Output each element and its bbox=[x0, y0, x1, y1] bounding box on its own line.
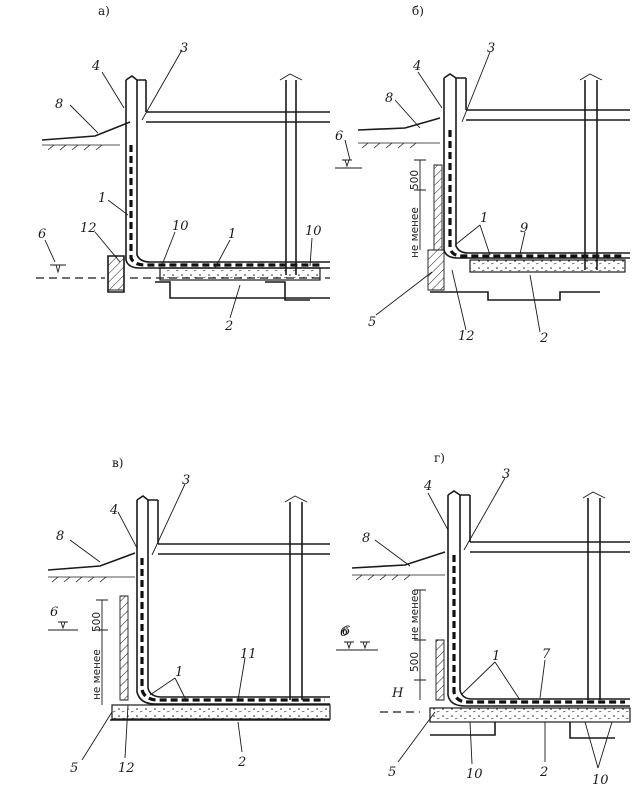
callout: 12 bbox=[118, 761, 135, 776]
callout: 1 bbox=[98, 191, 106, 206]
callout: 8 bbox=[56, 529, 64, 544]
callout: 8 bbox=[55, 97, 63, 112]
panel-v: в) 500 не менее 3 8 4 6 1 11 5 12 2 bbox=[47, 456, 362, 776]
callout: 1 bbox=[492, 649, 500, 664]
wall-inner-line bbox=[136, 80, 330, 263]
callout: 6 bbox=[50, 605, 58, 620]
height-label: H bbox=[391, 686, 404, 701]
panel-b: б) 500 не менее 4 3 8 6 1 bbox=[335, 4, 630, 346]
callout: 1 bbox=[175, 665, 183, 680]
callout: 2 bbox=[539, 331, 548, 346]
foundation-left bbox=[107, 255, 125, 291]
callout: 6 bbox=[342, 624, 350, 639]
insulation-layer bbox=[129, 145, 320, 267]
callout: 7 bbox=[542, 647, 551, 662]
callout: 5 bbox=[368, 315, 376, 330]
callout: 5 bbox=[388, 765, 396, 780]
callout: 2 bbox=[237, 755, 246, 770]
callout: 9 bbox=[520, 221, 528, 236]
dimension-value: 500 bbox=[409, 170, 421, 190]
callout: 11 bbox=[240, 647, 257, 662]
svg-text:500: 500 bbox=[409, 652, 421, 672]
callout: 4 bbox=[412, 59, 421, 74]
callout: 10 bbox=[172, 219, 189, 234]
panel-g-label: г) bbox=[434, 451, 445, 465]
protective-wall bbox=[433, 164, 443, 251]
panel-a-label: а) bbox=[98, 4, 110, 18]
svg-text:500: 500 bbox=[91, 612, 103, 632]
callout: 3 bbox=[487, 41, 495, 56]
callout: 2 bbox=[224, 319, 233, 334]
callout: 8 bbox=[362, 531, 370, 546]
wall-outer-line bbox=[125, 80, 330, 269]
callout: 10 bbox=[466, 767, 483, 782]
callout: 1 bbox=[480, 211, 488, 226]
callout: 3 bbox=[502, 467, 510, 482]
callout: 4 bbox=[91, 59, 100, 74]
ground-slope bbox=[41, 121, 131, 141]
callout: 4 bbox=[109, 503, 118, 518]
callout: 5 bbox=[70, 761, 78, 776]
panel-v-label: в) bbox=[112, 456, 123, 470]
panel-a: а) 8 4 3 1 bbox=[36, 4, 330, 334]
panel-b-label: б) bbox=[412, 4, 424, 18]
callout: 6 bbox=[340, 625, 348, 640]
callout: 10 bbox=[592, 773, 609, 788]
min-note: не менее bbox=[409, 207, 421, 258]
panel-g: г) 500 не менее H 4 3 8 1 7 6 5 10 bbox=[342, 451, 631, 788]
svg-text:не менее: не менее bbox=[409, 589, 421, 640]
callout: 2 bbox=[539, 765, 548, 780]
callout: 1 bbox=[228, 227, 236, 242]
callout: 3 bbox=[180, 41, 188, 56]
callout: 12 bbox=[80, 221, 97, 236]
callout: 12 bbox=[458, 329, 475, 344]
base-slab bbox=[159, 267, 321, 281]
callout: 4 bbox=[423, 479, 432, 494]
callout: 6 bbox=[335, 129, 343, 144]
water-symbol bbox=[50, 264, 66, 274]
svg-text:не менее: не менее bbox=[91, 649, 103, 700]
column bbox=[285, 80, 297, 275]
floor-slab bbox=[146, 111, 330, 123]
callout: 6 bbox=[38, 227, 46, 242]
callout: 10 bbox=[305, 224, 322, 239]
callout: 3 bbox=[182, 473, 190, 488]
callout: 8 bbox=[385, 91, 393, 106]
